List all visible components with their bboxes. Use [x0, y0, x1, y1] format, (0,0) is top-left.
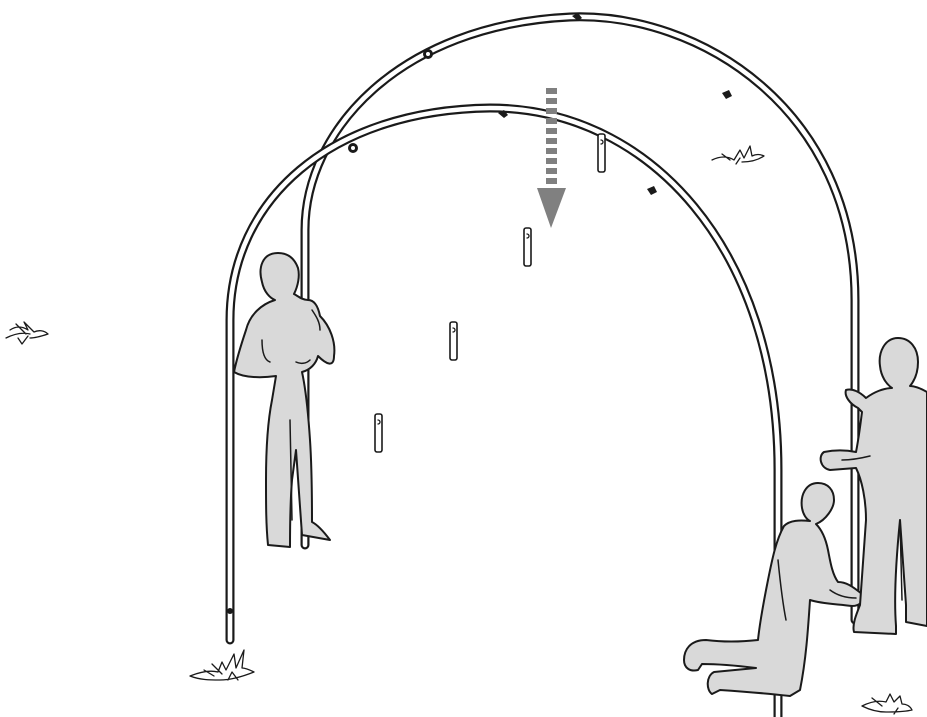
insert-direction-arrow — [537, 88, 566, 228]
front-hoop — [225, 103, 783, 717]
person-kneeling — [683, 482, 865, 697]
grass-tuft — [5, 321, 49, 345]
hoop-clip — [423, 49, 433, 59]
hoop-clip — [572, 13, 582, 21]
hoop-clip — [722, 90, 732, 99]
ground-stake — [449, 321, 458, 361]
hoop-clip — [348, 143, 358, 153]
back-hoop — [300, 12, 860, 625]
grass-tuft — [861, 693, 913, 715]
hoop-clip — [647, 186, 657, 195]
grass-tuft — [189, 649, 255, 681]
ground-stake — [374, 413, 383, 453]
hoop-clip — [498, 110, 508, 118]
ground-stake — [597, 133, 606, 173]
person-standing-left — [233, 252, 336, 548]
grass-tuft — [711, 145, 765, 165]
ground-stake — [523, 227, 532, 267]
hoop-clip — [227, 608, 233, 614]
